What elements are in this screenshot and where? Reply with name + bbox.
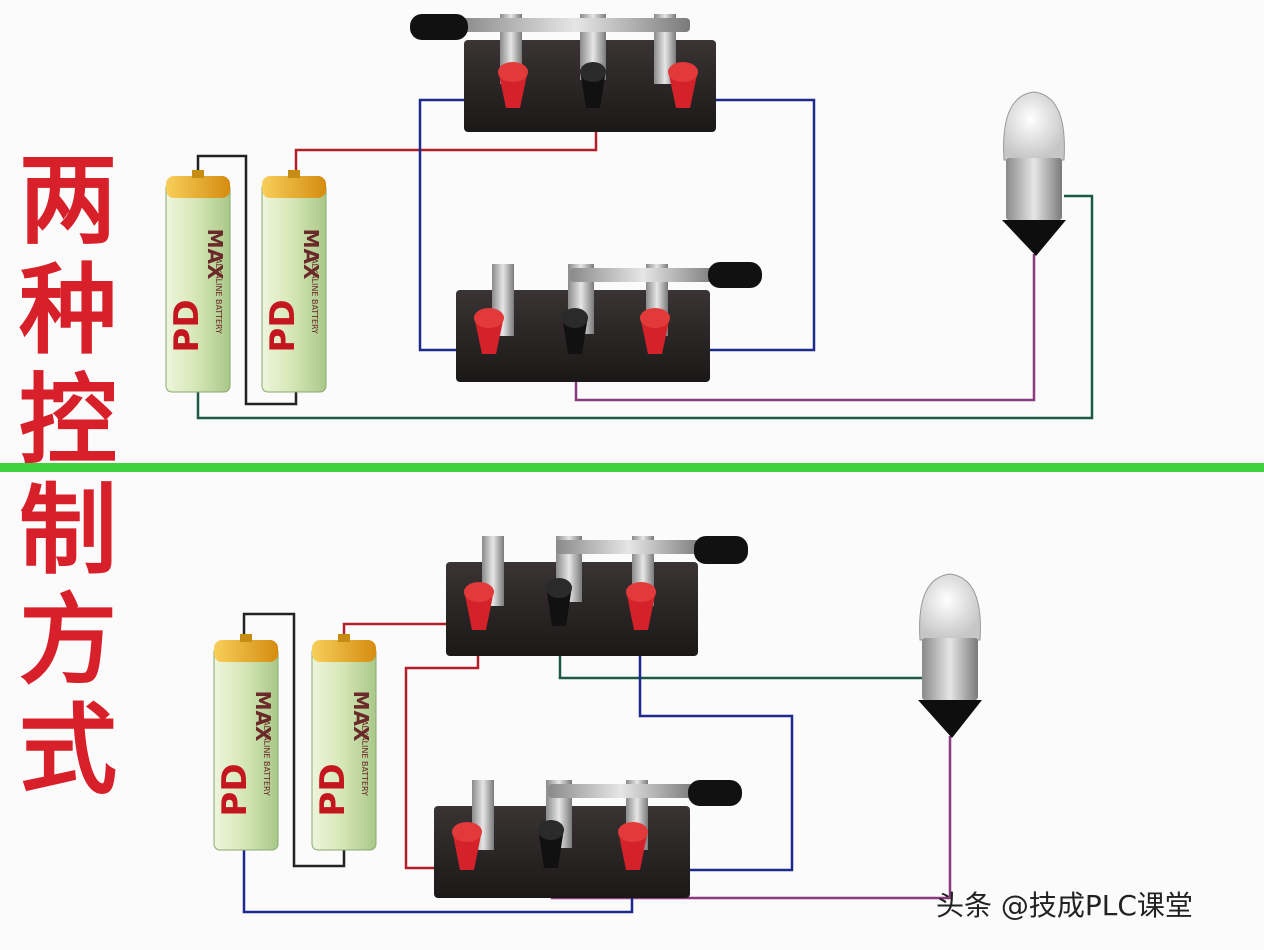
battery-type: ALKALINE BATTERY: [214, 258, 223, 334]
battery: PD MAX ALKALINE BATTERY: [311, 634, 377, 851]
battery-type: ALKALINE BATTERY: [360, 720, 369, 796]
knife-switch: [410, 14, 716, 132]
title-char-1: 两: [18, 144, 117, 258]
light-bulb: [918, 573, 982, 738]
title-char-2: 种: [18, 254, 117, 368]
battery-brand: PD: [263, 299, 303, 352]
knife-switch: [434, 780, 742, 898]
battery-type: ALKALINE BATTERY: [310, 258, 319, 334]
battery-model: MAX: [203, 229, 227, 280]
wire-blue: [660, 98, 816, 352]
light-bulb: [1002, 91, 1066, 256]
battery-brand: PD: [167, 299, 207, 352]
battery-brand: PD: [313, 763, 353, 816]
bottom-diagram: PD MAX ALKALINE BATTERY PD MAX ALKALINE …: [213, 536, 982, 914]
title-char-5: 方: [18, 584, 117, 698]
battery: PD MAX ALKALINE BATTERY: [165, 170, 231, 393]
wire-black: [196, 154, 298, 406]
knife-switch: [456, 262, 762, 382]
battery: PD MAX ALKALINE BATTERY: [261, 170, 327, 393]
wire-blue: [418, 98, 490, 352]
title-char-3: 控: [18, 364, 117, 478]
knife-switch: [446, 536, 748, 656]
top-diagram: PD MAX ALKALINE BATTERY PD MAX ALKALINE …: [165, 14, 1094, 420]
title-char-4: 制: [18, 474, 117, 588]
wire-blue: [638, 600, 794, 872]
title-char-6: 式: [18, 694, 117, 808]
battery: PD MAX ALKALINE BATTERY: [213, 634, 279, 851]
battery-model: MAX: [349, 691, 373, 742]
wire-green: [196, 194, 1094, 420]
battery-brand: PD: [215, 763, 255, 816]
battery-type: ALKALINE BATTERY: [262, 720, 271, 796]
battery-model: MAX: [299, 229, 323, 280]
section-divider: [0, 463, 1264, 472]
battery-model: MAX: [251, 691, 275, 742]
watermark: 头条 @技成PLC课堂: [936, 889, 1193, 922]
wire-black: [242, 612, 346, 868]
